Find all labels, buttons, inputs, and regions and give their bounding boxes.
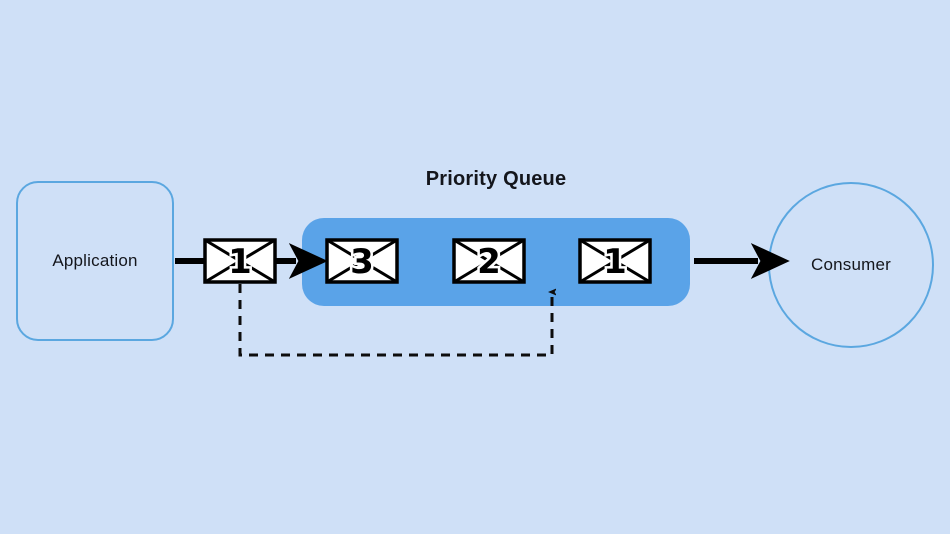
message-envelope-queued-1[interactable]: 3 xyxy=(325,238,399,284)
envelope-icon: 1 xyxy=(203,238,277,284)
node-consumer-label: Consumer xyxy=(810,255,892,274)
message-priority-number: 1 xyxy=(228,242,252,282)
message-priority-number: 3 xyxy=(350,242,374,282)
message-priority-number: 2 xyxy=(477,242,501,282)
envelope-icon: 2 xyxy=(452,238,526,284)
message-priority-number: 1 xyxy=(603,242,627,282)
node-application[interactable]: Application xyxy=(16,181,174,341)
message-envelope-queued-3[interactable]: 1 xyxy=(578,238,652,284)
node-application-label: Application xyxy=(52,251,138,270)
envelope-icon: 1 xyxy=(578,238,652,284)
message-envelope-incoming[interactable]: 1 xyxy=(203,238,277,284)
message-envelope-queued-2[interactable]: 2 xyxy=(452,238,526,284)
connector-message-reinsert-feedback xyxy=(238,284,552,357)
priority-queue-title: Priority Queue xyxy=(425,168,567,190)
envelope-icon: 3 xyxy=(325,238,399,284)
